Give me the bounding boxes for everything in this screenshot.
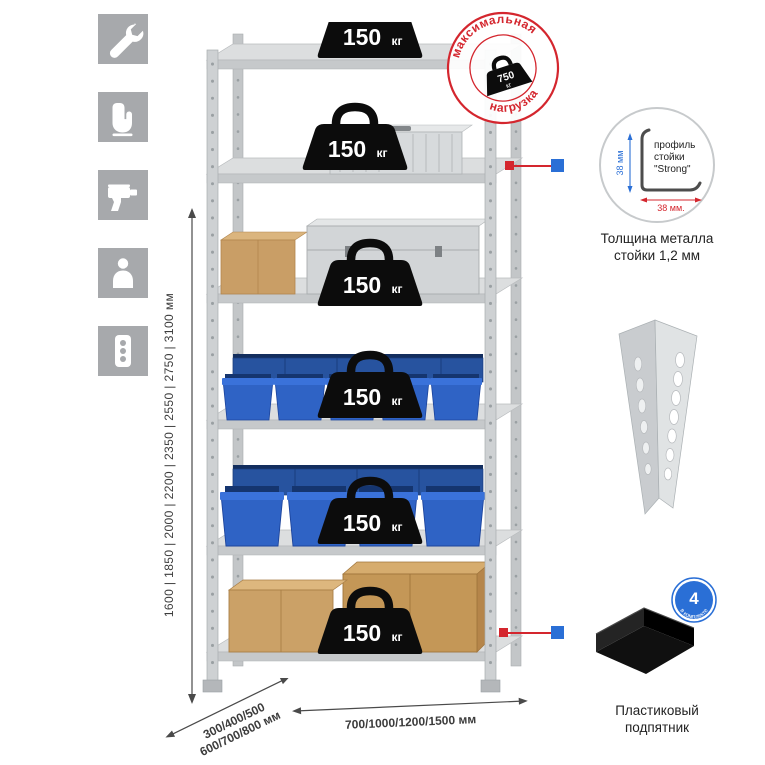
profile-labels: профиль стойки "Strong" xyxy=(654,139,695,175)
kit-badge: 4 в комплекте xyxy=(671,577,717,623)
foot-caption: Пластиковый подпятник xyxy=(572,702,742,736)
weight-badge-3: 150 кг xyxy=(317,238,423,306)
wrench-glyph xyxy=(109,23,144,58)
profile-dim-horizontal: 38 мм. xyxy=(657,203,684,213)
weight-unit: кг xyxy=(391,282,402,296)
profile-dim-vertical: 38 мм xyxy=(615,151,625,176)
person-icon xyxy=(98,248,148,298)
weight-badge-2: 150 кг xyxy=(302,102,408,170)
depth-dimension: 300/400/500 600/700/800 мм xyxy=(165,678,290,759)
blue-marker-top xyxy=(551,159,564,172)
foot-image: 4 в комплекте xyxy=(595,577,717,674)
width-dimension: 700/1000/1200/1500 мм xyxy=(292,697,528,732)
blue-marker-bottom xyxy=(551,626,564,639)
gloves-icon xyxy=(98,92,148,142)
rack-illustration: 150 кг 150 кг 150 кг 150 кг 150 кг xyxy=(202,22,524,693)
weight-value: 150 xyxy=(343,620,381,646)
weight-value: 150 xyxy=(343,384,381,410)
red-marker-top xyxy=(505,161,514,170)
connector-line-bottom xyxy=(503,632,551,634)
rack-back-posts xyxy=(232,33,522,667)
person-glyph xyxy=(113,258,133,288)
weight-unit: кг xyxy=(376,146,387,160)
connector-line-top xyxy=(510,165,556,167)
stamp-weight-value: 750 xyxy=(496,70,516,86)
weight-badge-1: 150 кг xyxy=(317,22,423,58)
width-dimension-label: 700/1000/1200/1500 мм xyxy=(345,712,477,732)
weight-unit: кг xyxy=(391,630,402,644)
blue-bin xyxy=(421,486,485,547)
cardboard-box-medium xyxy=(227,579,349,653)
power-strip-icon xyxy=(98,326,148,376)
red-marker-bottom xyxy=(499,628,508,637)
blue-bin xyxy=(220,486,284,547)
wrench-icon xyxy=(98,14,148,64)
foot-caption-line-2: подпятник xyxy=(624,720,690,735)
power-strip-glyph xyxy=(115,335,131,367)
profile-caption-line-1: Толщина металла xyxy=(600,231,714,246)
badge-number: 4 xyxy=(689,589,699,608)
profile-label-2: стойки xyxy=(654,152,685,163)
profile-caption: Толщина металла стойки 1,2 мм xyxy=(572,230,742,264)
blue-bin xyxy=(430,374,482,421)
blue-bin xyxy=(222,374,274,421)
height-dimension-label: 1600 | 1850 | 2000 | 2200 | 2350 | 2550 … xyxy=(162,292,176,618)
weight-badge-6: 150 кг xyxy=(317,586,423,654)
profile-label-3: "Strong" xyxy=(654,164,691,175)
weight-badge-5: 150 кг xyxy=(317,476,423,544)
angle-post-image xyxy=(618,319,698,515)
profile-caption-line-2: стойки 1,2 мм xyxy=(613,248,701,263)
weight-unit: кг xyxy=(391,394,402,408)
max-load-stamp: максимальная нагрузка 750 кг xyxy=(443,8,560,125)
drill-glyph xyxy=(108,184,137,211)
weight-value: 150 xyxy=(328,136,366,162)
profile-label-1: профиль xyxy=(654,139,695,151)
profile-drawing xyxy=(640,128,702,192)
weight-unit: кг xyxy=(391,520,402,534)
blue-bin xyxy=(274,374,326,421)
gloves-glyph xyxy=(112,103,133,137)
height-dimension-arrow xyxy=(188,208,196,704)
weight-value: 150 xyxy=(343,24,381,50)
stamp-weight: 750 кг xyxy=(486,55,533,97)
foot-caption-line-1: Пластиковый xyxy=(615,703,699,718)
drill-icon xyxy=(98,170,148,220)
weight-value: 150 xyxy=(343,272,381,298)
stamp-weight-unit: кг xyxy=(505,82,513,91)
weight-badge-4: 150 кг xyxy=(317,350,423,418)
weight-unit: кг xyxy=(391,34,402,48)
feature-icon-list xyxy=(98,14,148,376)
blue-bins-row-large xyxy=(220,465,485,547)
cardboard-box-small xyxy=(220,231,308,295)
profile-callout-circle: 38 мм 38 мм. профиль стойки "Strong" xyxy=(599,107,715,223)
weight-value: 150 xyxy=(343,510,381,536)
